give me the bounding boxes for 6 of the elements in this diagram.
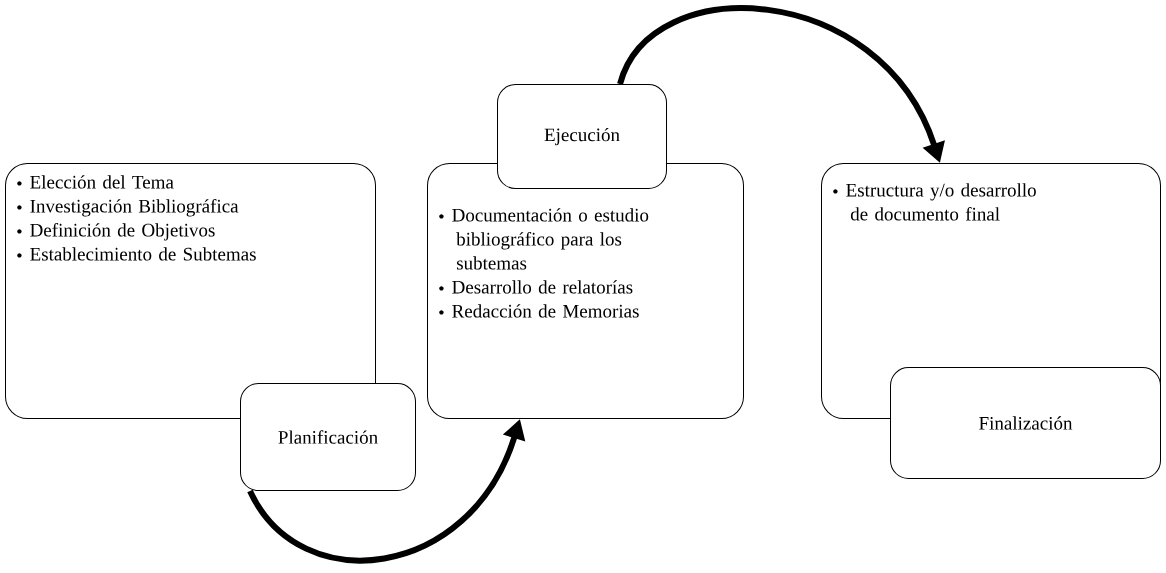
process-box: Elección del Tema Investigación Bibliográfica Definición de Objetivos Establecimiento de Subtemas [5,163,376,419]
stage-label-box: Planificación [240,383,416,491]
stage-label-box: Finalización [890,367,1161,479]
node-label: Finalización [979,416,1073,430]
stage-label-box: Ejecución [497,84,667,189]
process-box: Documentación o estudio bibliográfico para los subtemas Desarrollo de relatorías Redacción de Memorias [427,163,744,419]
